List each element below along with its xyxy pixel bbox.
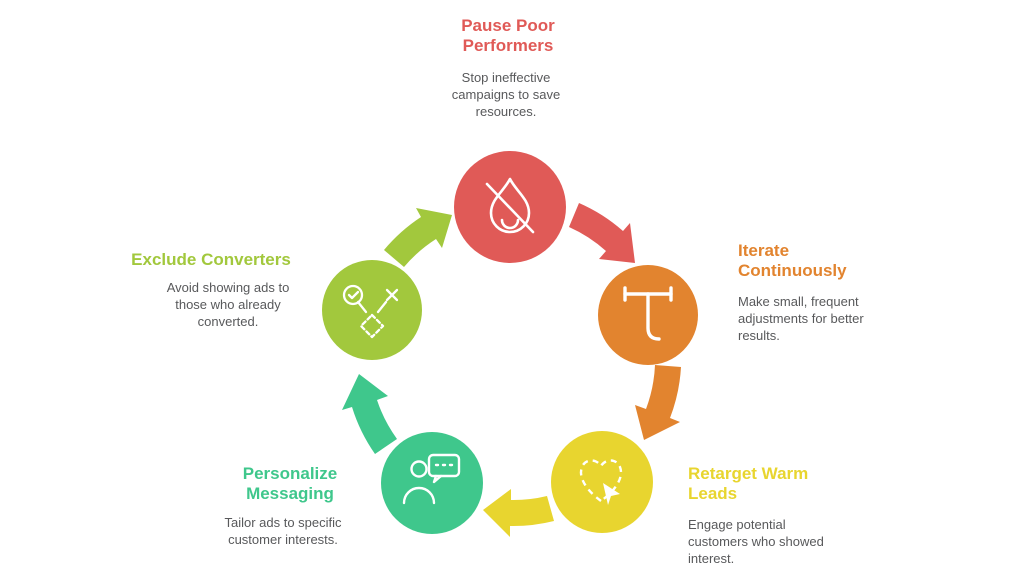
arrow-personalize-to-exclude [342,374,397,454]
heart-cursor-icon [579,459,623,505]
step-circle-retarget [551,431,653,533]
person-chat-icon [402,453,461,505]
arrow-pause-to-iterate [569,203,635,263]
flame-off-icon [485,177,535,234]
step-description-iterate-continuously: Make small, frequent adjustments for bet… [738,294,864,344]
step-title-personalize-messaging: Personalize Messaging [242,464,338,504]
arrow-retarget-to-personalize [483,489,554,537]
step-title-exclude-converters: Exclude Converters [131,250,291,269]
step-description-personalize-messaging: Tailor ads to specific customer interest… [224,515,342,548]
step-description-exclude-converters: Avoid showing ads to those who already c… [166,280,290,330]
step-circle-exclude [322,260,422,360]
step-description-pause-poor-performers: Stop ineffective campaigns to save resou… [451,70,561,120]
step-title-pause-poor-performers: Pause Poor Performers [461,16,555,56]
arrow-iterate-to-retarget [635,365,681,440]
clamp-tool-icon [623,286,673,341]
step-title-retarget-warm-leads: Retarget Warm Leads [688,464,809,504]
step-circle-personalize [381,432,483,534]
flow-check-icon [342,284,399,339]
step-description-retarget-warm-leads: Engage potential customers who showed in… [688,517,824,567]
step-title-iterate-continuously: Iterate Continuously [738,241,847,281]
arrow-exclude-to-pause [384,208,452,267]
